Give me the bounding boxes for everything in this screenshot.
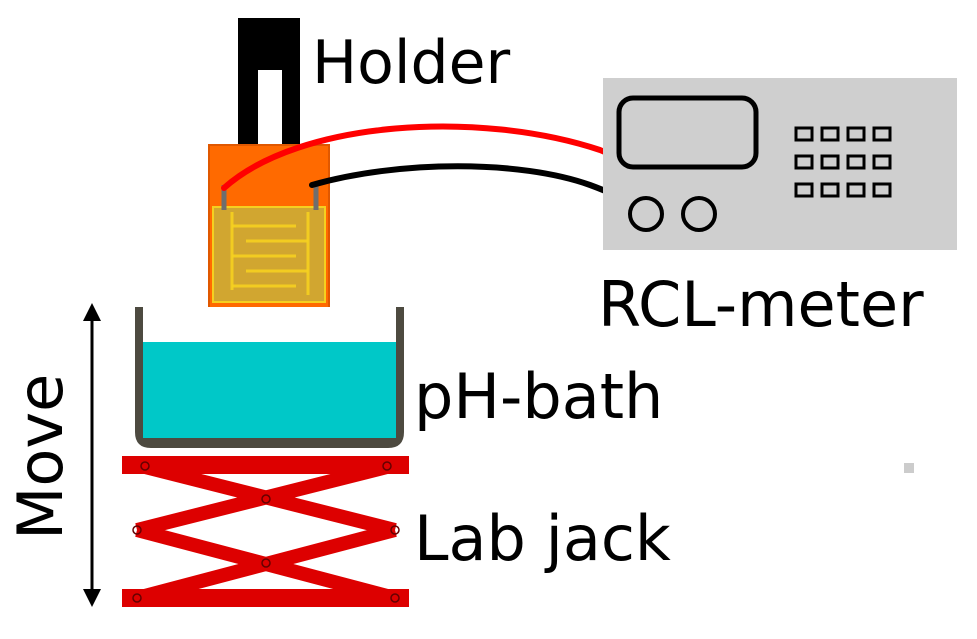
black-wire <box>309 163 648 216</box>
decorative-dot <box>904 463 914 473</box>
lab-jack-label: Lab jack <box>414 502 671 575</box>
lab-jack <box>122 456 409 607</box>
bath-liquid <box>143 342 396 438</box>
move-label: Move <box>4 374 77 540</box>
jack-top-plate <box>122 456 409 474</box>
meter-terminal-red <box>681 196 717 232</box>
holder-clamp <box>238 18 300 157</box>
meter-display <box>616 95 759 170</box>
jack-bottom-plate <box>122 589 409 607</box>
ph-bath-beaker <box>135 307 404 448</box>
ph-bath-label: pH-bath <box>414 360 663 433</box>
sensor-chip <box>208 144 330 309</box>
rcl-meter-device <box>603 78 957 250</box>
meter-keypad <box>794 126 892 198</box>
interdigitated-electrode <box>230 212 310 295</box>
meter-terminal-black <box>628 196 664 232</box>
rcl-meter-label: RCL-meter <box>598 268 924 341</box>
holder-label: Holder <box>312 28 510 98</box>
